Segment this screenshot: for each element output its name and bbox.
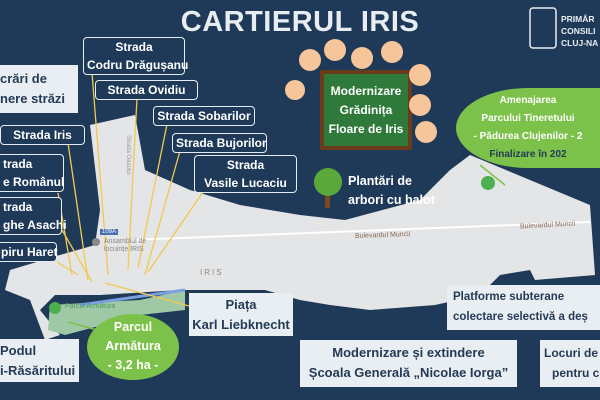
map-park-label: Parcul Armătura <box>65 303 116 310</box>
label: - Pădurea Clujenilor - 2 <box>473 131 583 142</box>
label: trada <box>3 157 33 171</box>
label: Finalizare în 202 <box>489 149 567 160</box>
street-works-box: crări de nere străzi <box>0 65 78 113</box>
location-pin-icon[interactable] <box>92 238 100 246</box>
park-armatura-area <box>48 290 185 335</box>
label: Parcul <box>113 320 153 334</box>
label: Plantări de <box>348 174 412 188</box>
park-connector <box>479 164 506 186</box>
label: Grădinița <box>339 103 393 117</box>
logo-line: PRIMĂR <box>561 14 595 24</box>
map-district-label: IRIS <box>200 268 224 277</box>
city-hall-logo-text: PRIMĂR CONSILI CLUJ-NA <box>561 13 600 49</box>
coat-of-arms-logo <box>529 7 557 49</box>
label: Școala Generală „Nicolae Iorga” <box>308 365 509 380</box>
label: Modernizare și extindere <box>332 345 485 360</box>
road <box>129 221 591 241</box>
children-illustration <box>285 39 437 143</box>
places-box: Locuri de pentru c <box>540 340 600 387</box>
logo-line: CONSILI <box>561 26 596 36</box>
label: - 3,2 ha - <box>107 358 159 372</box>
bridge-box: Podul i-Răsăritului <box>0 339 79 382</box>
road-badge: 109A <box>100 229 119 235</box>
label: Strada <box>115 40 153 54</box>
label: Strada <box>226 158 265 172</box>
label: trada <box>3 200 33 214</box>
label: Vasile Lucaciu <box>204 176 287 190</box>
label: e Românul <box>3 175 65 189</box>
street-ovidiu[interactable]: Strada Ovidiu <box>95 80 198 100</box>
label: Floare de Iris <box>328 122 404 136</box>
map-area <box>5 115 595 340</box>
river <box>79 288 186 307</box>
label: Parcului Tineretului <box>481 113 575 124</box>
label: Armătura <box>105 339 161 353</box>
map-poi-label: Ansamblul de locuințe IRIS <box>104 238 147 253</box>
park-pin-icon[interactable] <box>481 176 495 190</box>
street-iris[interactable]: Strada Iris <box>0 125 85 145</box>
label: Platforme subterane <box>453 291 565 303</box>
map-vertical-street-label: Strada Oașului <box>124 135 131 175</box>
label: ghe Asachi <box>3 218 67 232</box>
street-romanul[interactable]: trada e Românul <box>0 154 64 192</box>
label: pentru c <box>552 366 600 380</box>
label: Codru Drăgușanu <box>87 58 189 72</box>
chalkboard <box>324 74 408 146</box>
label: nere străzi <box>0 91 66 106</box>
label: Amenajarea <box>499 95 557 106</box>
label: Podul <box>0 343 37 358</box>
street-haret[interactable]: piru Haret <box>0 242 58 262</box>
label: crări de <box>0 71 47 86</box>
platforms-box: Platforme subterane colectare selectivă a… <box>447 285 600 330</box>
label: Locuri de <box>544 346 599 360</box>
label: i-Răsăritului <box>0 363 76 378</box>
tree-icon <box>314 168 342 208</box>
park-connector <box>67 321 98 331</box>
label: Karl Liebknecht <box>192 317 290 332</box>
label: Modernizare <box>330 84 402 98</box>
page-title: CARTIERUL IRIS <box>180 6 420 38</box>
tree-planting-label: Plantări de arbori cu balot <box>348 172 435 210</box>
street-sobarilor[interactable]: Strada Sobarilor <box>153 106 255 126</box>
street-asachi[interactable]: trada ghe Asachi <box>0 197 67 235</box>
street-bujorilor[interactable]: Strada Bujorilor <box>172 133 267 153</box>
label: arbori cu balot <box>348 193 435 207</box>
label: Piața <box>225 297 257 312</box>
park-pin-icon[interactable] <box>49 302 61 314</box>
logo-line: CLUJ-NA <box>561 38 599 48</box>
label: colectare selectivă a deș <box>453 311 588 323</box>
